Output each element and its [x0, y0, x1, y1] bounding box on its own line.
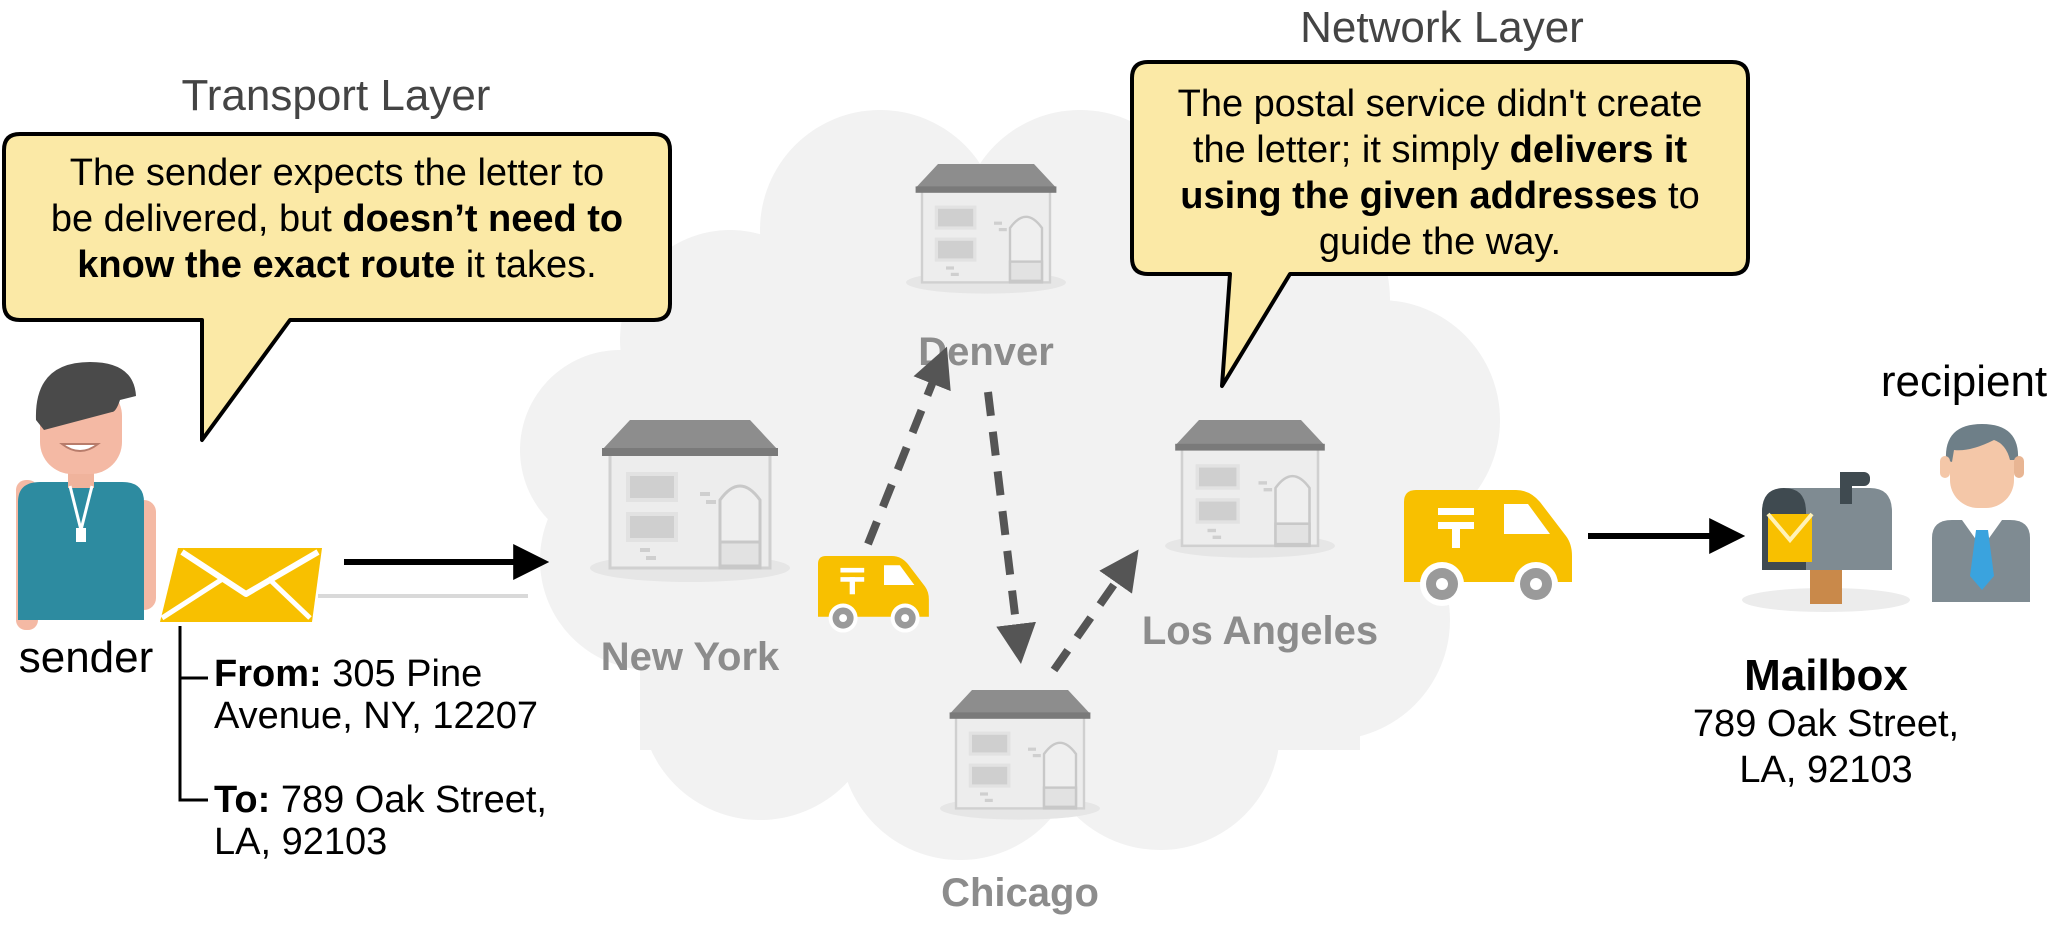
- sender-label: sender: [19, 633, 154, 682]
- recipient-person-icon: [1932, 424, 2030, 602]
- chicago-building-icon: [938, 688, 1102, 822]
- to-address-line-1: To: 789 Oak Street,: [214, 779, 547, 821]
- mailbox-icon: [1742, 472, 1910, 612]
- mailbox-title: Mailbox: [1744, 651, 1908, 700]
- new-york-building-icon: [588, 418, 792, 584]
- to-address-line-2: LA, 92103: [214, 821, 387, 863]
- route-denver-to-chicago: [984, 391, 1037, 664]
- transport-bubble-line-3: know the exact route it takes.: [77, 244, 596, 286]
- transport-bubble-line-2: be delivered, but doesn’t need to: [51, 198, 623, 240]
- city-label-new-york: New York: [601, 635, 780, 679]
- network-speech-bubble: The postal service didn't create the let…: [1130, 60, 1750, 388]
- route-new-york-to-denver: [864, 346, 951, 546]
- transport-layer-title: Transport Layer: [182, 71, 491, 120]
- denver-building-icon: [904, 162, 1068, 296]
- recipient-label: recipient: [1881, 357, 2047, 406]
- large-truck-icon: [1404, 490, 1572, 606]
- network-bubble-line-4: guide the way.: [1319, 221, 1561, 263]
- envelope-icon: [160, 548, 528, 622]
- los-angeles-building-icon: [1163, 418, 1337, 560]
- mailbox-address-line-2: LA, 92103: [1739, 749, 1912, 791]
- from-address-line-1: From: 305 Pine: [214, 653, 482, 695]
- mailbox-address-line-1: 789 Oak Street,: [1693, 703, 1959, 745]
- address-bracket: [178, 626, 208, 802]
- city-label-denver: Denver: [918, 330, 1054, 374]
- from-address-line-2: Avenue, NY, 12207: [214, 695, 538, 737]
- network-bubble-line-1: The postal service didn't create: [1178, 83, 1703, 125]
- route-chicago-to-los-angeles: [1050, 549, 1139, 673]
- city-label-chicago: Chicago: [941, 871, 1099, 915]
- city-label-los-angeles: Los Angeles: [1142, 609, 1378, 653]
- network-bubble-line-2: the letter; it simply delivers it: [1193, 129, 1688, 171]
- network-layer-title: Network Layer: [1300, 3, 1584, 52]
- sender-person-icon: [16, 362, 156, 630]
- transport-bubble-line-1: The sender expects the letter to: [70, 152, 604, 194]
- network-bubble-line-3: using the given addresses to: [1180, 175, 1700, 217]
- transport-speech-bubble: The sender expects the letter to be deli…: [2, 132, 672, 442]
